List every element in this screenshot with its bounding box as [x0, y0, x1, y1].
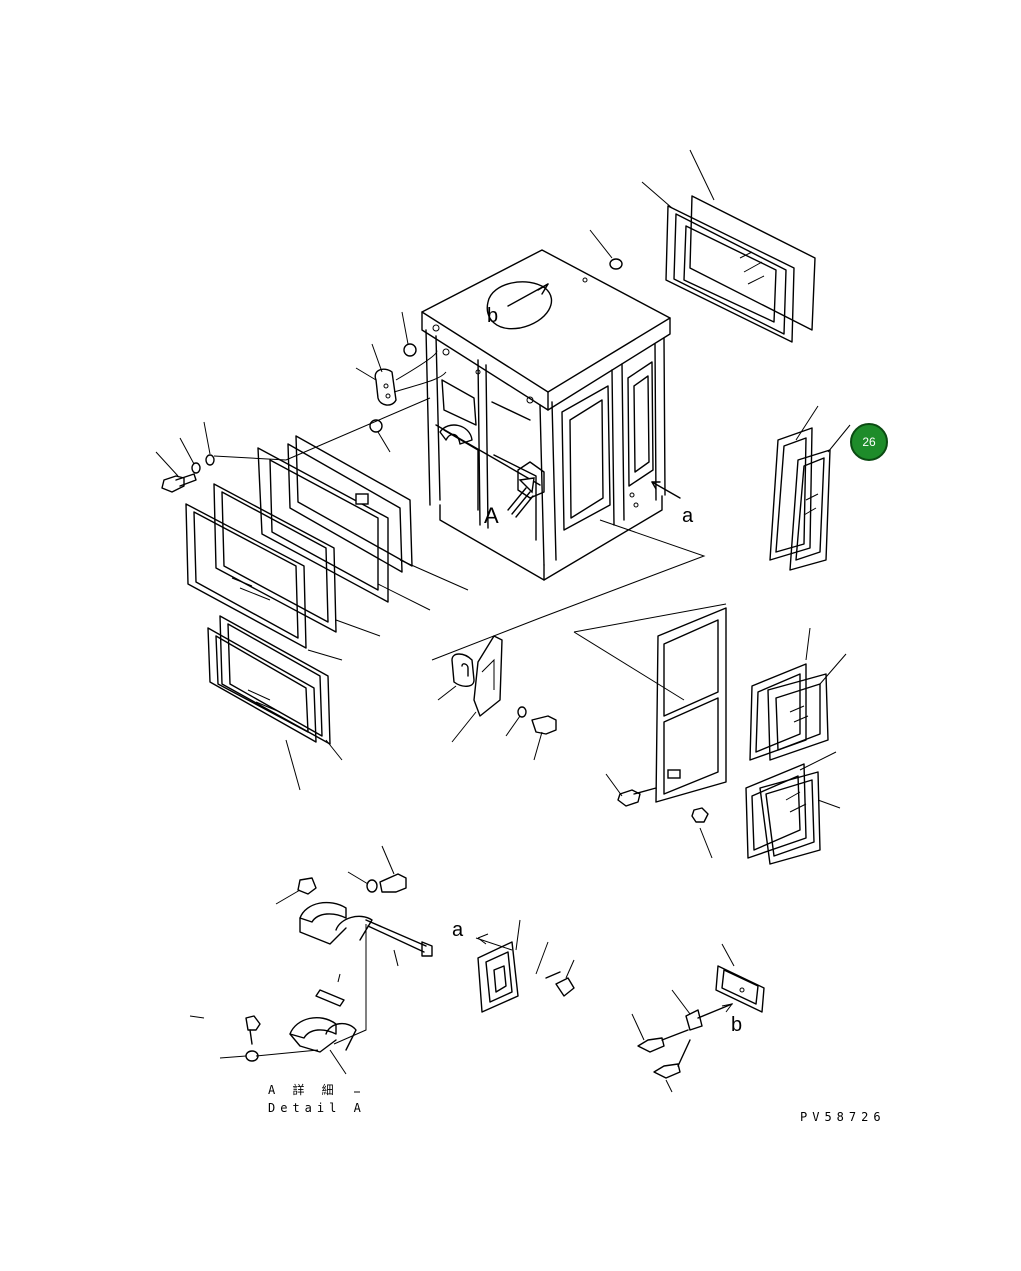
left-hardware — [155, 311, 447, 493]
view-arrow-A — [507, 477, 535, 518]
part-number-badge[interactable]: 26 — [850, 423, 888, 461]
detail-b-callout: b — [487, 305, 499, 327]
view-A-label: A — [484, 503, 499, 528]
roof-window-assembly — [589, 149, 816, 343]
side-window-26 — [769, 405, 851, 571]
door-window-stack — [185, 435, 469, 791]
detail-a-label: a — [452, 919, 464, 941]
detail-A-caption-en: Detail A — [268, 1101, 366, 1115]
detail-b-light — [631, 943, 765, 1093]
detail-A-drawing — [189, 845, 433, 1093]
drawing-number: PV58726 — [800, 1110, 886, 1124]
detail-A-caption-jp: A 詳 細 — [268, 1083, 339, 1097]
part-number: 26 — [862, 435, 876, 449]
rear-frame-panel — [573, 603, 727, 859]
cab-frame — [421, 249, 671, 581]
detail-a-bracket — [475, 919, 575, 1013]
rear-window-pair — [745, 627, 847, 865]
detail-a-callout: a — [682, 505, 694, 527]
middle-bracket — [431, 519, 706, 761]
detail-b-label: b — [731, 1014, 743, 1036]
